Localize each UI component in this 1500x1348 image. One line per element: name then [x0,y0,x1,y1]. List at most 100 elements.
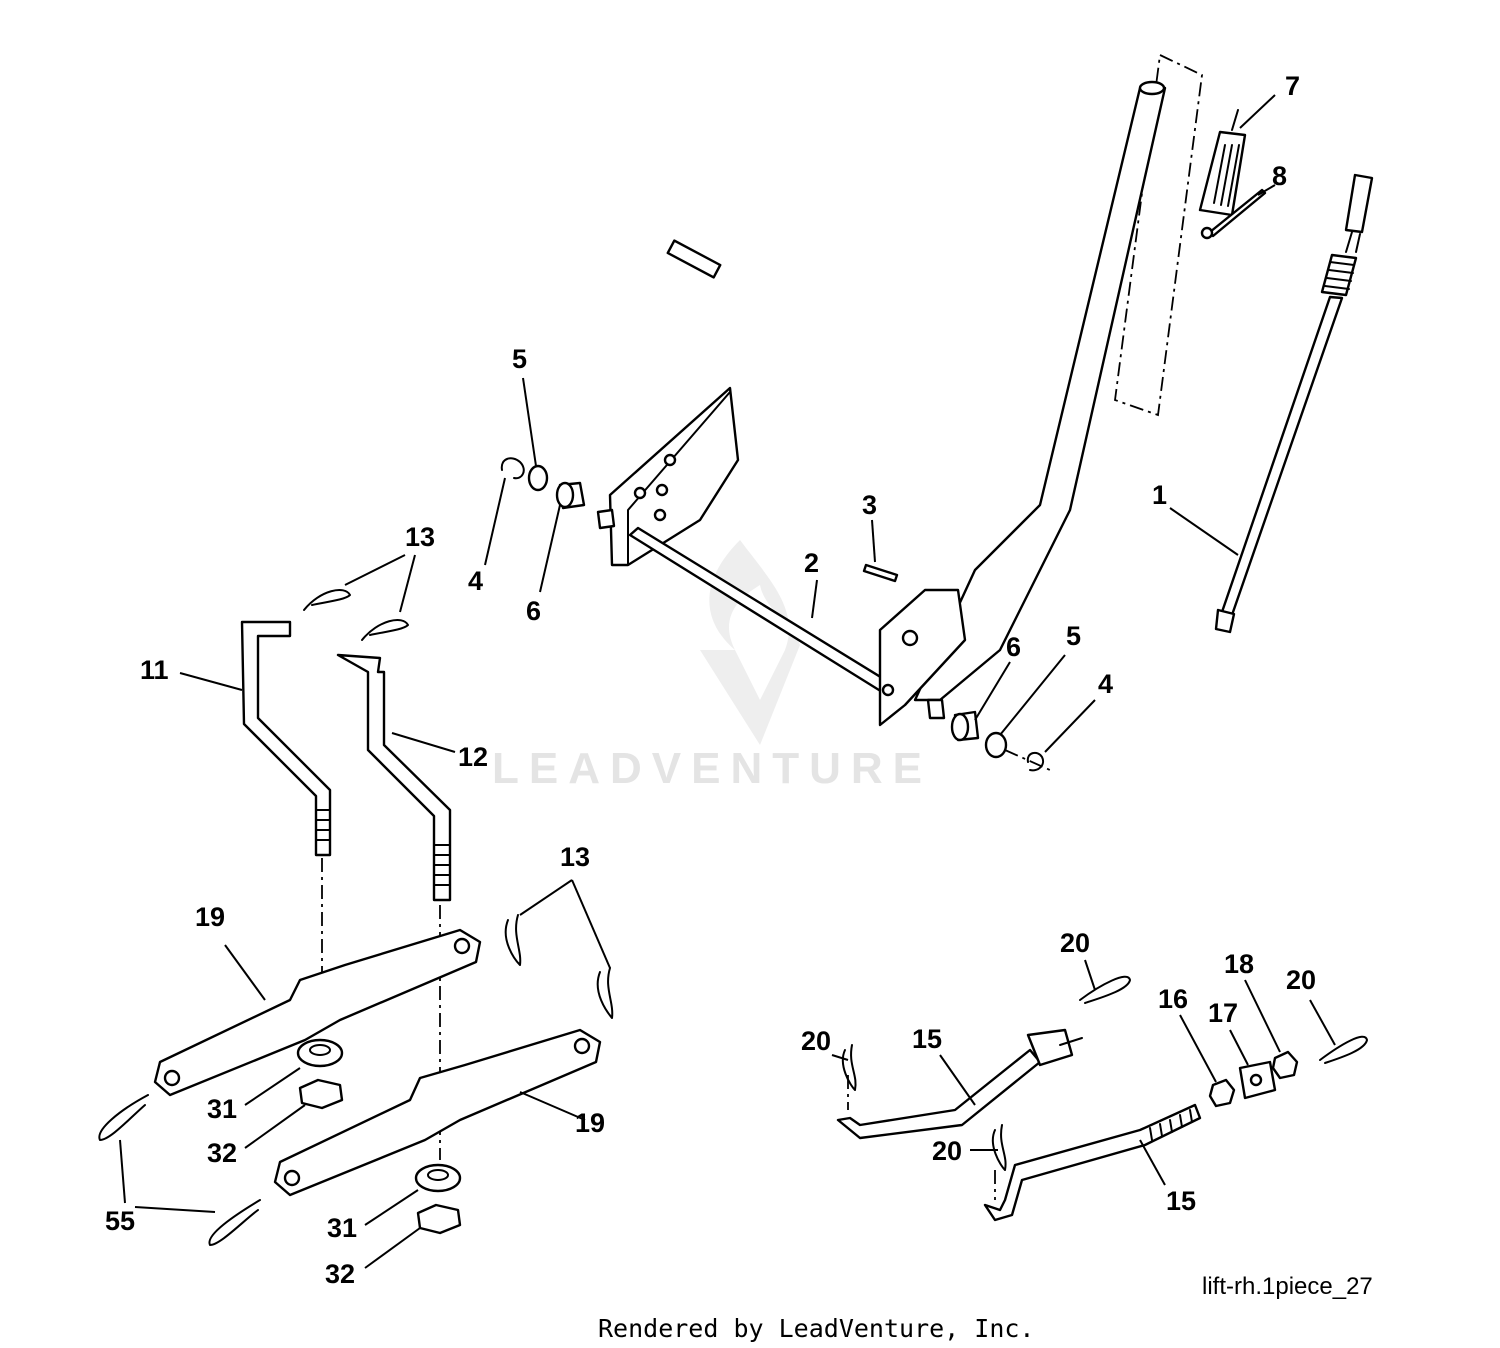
plate-hole [663,453,677,467]
trunnion-hole [1249,1073,1263,1087]
callout-20-right: 20 [1286,965,1316,995]
callout-17: 17 [1208,998,1238,1028]
lift-link-12 [336,653,452,902]
hairpin-clip-left [500,457,525,480]
bushing-left-flange [555,481,575,509]
grip-ribs [1213,144,1240,207]
callout-18: 18 [1224,949,1254,979]
lift-lever-lower [273,1028,602,1197]
plate-slot [666,239,722,279]
callout-7: 7 [1285,71,1300,101]
rod-upper-threads [1059,1037,1083,1046]
footer-credit: Rendered by LeadVenture, Inc. [598,1314,1035,1343]
grip-pin-head [1200,226,1214,240]
callout-20-middle: 20 [932,1136,962,1166]
handle-sleeve-outline [1114,53,1203,417]
plate-edge [627,391,731,566]
lift-rod-lower [983,1103,1202,1222]
callout-55: 55 [105,1206,135,1236]
bracket-hole [881,683,895,697]
callout-numbers: 1 2 3 4 4 5 5 6 6 7 8 11 12 13 13 15 15 … [105,71,1316,1289]
jam-nut-16 [1208,1078,1236,1108]
hairpin-clip-right [1026,751,1044,772]
link-12-threads [433,844,451,886]
cable-end [1214,608,1236,634]
watermark-flame-mark [700,540,800,745]
washer-left [527,464,549,492]
spacer-31b-hole [427,1169,449,1181]
callout-1: 1 [1152,480,1167,510]
callout-11: 11 [140,655,169,685]
callout-5-right: 5 [1066,621,1081,651]
rod-lower-threads [1149,1109,1193,1141]
right-axis-line [1004,749,1051,771]
shaft-end-stub-right [926,698,946,720]
handle-bracket [878,588,967,727]
handle-top-end [1138,80,1166,96]
hairpin-clip-20d [1319,1035,1368,1064]
callout-13-lower: 13 [560,842,590,872]
spacer-31b [414,1163,462,1193]
callout-31-lower: 31 [327,1213,357,1243]
hairpin-clip-13c [504,914,522,966]
lever-lower-hole [573,1037,591,1055]
callout-16: 16 [1158,984,1188,1014]
plate-hole [633,486,647,500]
hairpin-clip-13d [596,967,614,1019]
callout-32-lower: 32 [325,1259,355,1289]
roll-pin [862,563,899,583]
lift-lever-upper [153,928,482,1097]
callout-5-left: 5 [512,344,527,374]
hairpin-clip-20c [991,1124,1007,1171]
callout-31-upper: 31 [207,1094,237,1124]
hairpin-clip-13b [361,619,409,641]
lever-upper-hole [453,937,471,955]
lever-lower-hole [283,1169,301,1187]
bushing-right-flange [950,712,970,742]
bracket-hole [901,629,919,647]
lift-rod-upper [836,1048,1042,1140]
cable-spring [1320,253,1358,297]
callout-3: 3 [862,490,877,520]
spacer-31a [296,1038,344,1068]
hairpin-clip-55b [208,1199,261,1246]
callout-19-upper: 19 [195,902,225,932]
callout-15-lower: 15 [1166,1186,1196,1216]
callout-8: 8 [1272,161,1287,191]
callout-12: 12 [458,742,488,772]
diagram-code: lift-rh.1piece_27 [1202,1273,1373,1300]
cable-knob [1344,173,1374,234]
leader-lines [119,94,1336,1269]
callout-13-top: 13 [405,522,435,552]
link-11-threads [315,809,331,841]
washer-right [984,731,1008,759]
callout-20-left: 20 [801,1026,831,1056]
nut-32b [416,1203,462,1235]
watermark-text: LEADVENTURE [492,744,932,793]
shaft-end-stub-left [596,508,616,530]
lever-upper-hole [163,1069,181,1087]
lift-link-11 [240,620,332,857]
cable-knob-neck [1345,231,1361,253]
cable-spring-coils [1324,261,1355,290]
callout-20-top: 20 [1060,928,1090,958]
callout-15-upper: 15 [912,1024,942,1054]
plate-hole [653,508,667,522]
callout-4-left: 4 [468,566,483,596]
lift-shaft [628,526,907,702]
callout-2: 2 [804,548,819,578]
callout-4-right: 4 [1098,669,1113,699]
rod-upper-adjuster [1026,1028,1074,1067]
grip-axis-dash [1231,109,1239,131]
callout-32-upper: 32 [207,1138,237,1168]
callout-6-right: 6 [1006,632,1021,662]
hairpin-clip-13a [303,589,351,611]
plate-hole [655,483,669,497]
mounting-plate [608,386,740,567]
cable-shaft [1220,295,1344,617]
callout-6-left: 6 [526,596,541,626]
hairpin-clip-20b [841,1044,857,1091]
callout-19-lower: 19 [575,1108,605,1138]
hairpin-clip-55a [98,1094,149,1141]
